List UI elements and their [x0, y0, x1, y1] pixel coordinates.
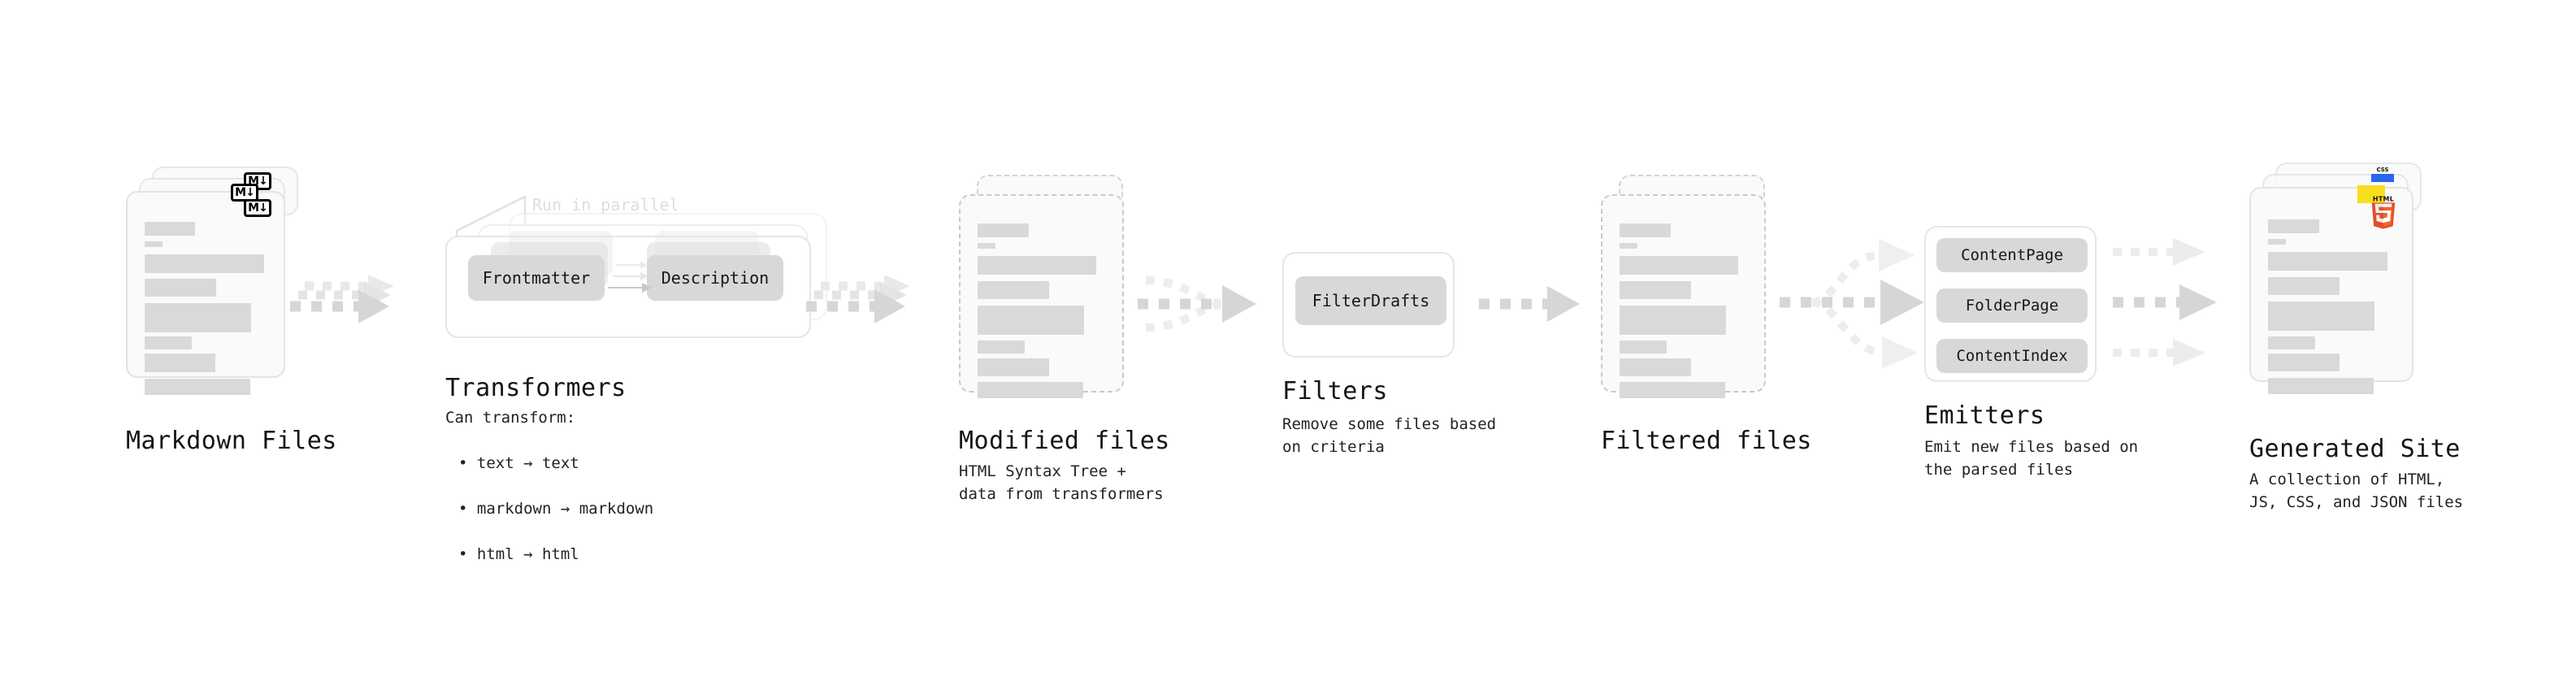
- transformers-bullet-item: • text → text: [445, 429, 653, 475]
- markdown-icon-label: M↓: [248, 202, 268, 215]
- pill-description[interactable]: Description: [647, 255, 783, 301]
- skeleton-line: [1620, 243, 1637, 249]
- skeleton-line: [145, 254, 264, 273]
- transformers-subtitle: Can transform:: [445, 409, 576, 427]
- svg-text:HTML: HTML: [2373, 195, 2394, 202]
- skeleton-line: [2268, 301, 2374, 331]
- transformers-group-stack: Frontmatter Description: [445, 213, 827, 359]
- pill-contentindex[interactable]: ContentIndex: [1936, 339, 2088, 373]
- skeleton-line: [1620, 256, 1738, 275]
- filtered-card-front: [1601, 194, 1766, 398]
- skeleton-line: [978, 243, 995, 249]
- transformers-title: Transformers: [445, 374, 627, 402]
- transformers-bullet-list: • text → text • markdown → markdown • ht…: [445, 429, 653, 566]
- pill-contentindex-label: ContentIndex: [1956, 347, 2068, 365]
- generated-site-card-stack: CSS HTML: [2249, 163, 2452, 439]
- bullet-dot: •: [458, 545, 477, 563]
- skeleton-line: [2268, 239, 2286, 245]
- pill-folderpage-label: FolderPage: [1965, 297, 2059, 314]
- generated-site-subtitle: A collection of HTML, JS, CSS, and JSON …: [2249, 471, 2464, 511]
- emitters-group-box: ContentPage FolderPage ContentIndex: [1924, 226, 2097, 382]
- skeleton-line: [1620, 340, 1667, 354]
- flow-arrow-3-merge: [1138, 276, 1256, 332]
- skeleton-line: [2268, 277, 2340, 295]
- skeleton-line: [1620, 223, 1671, 237]
- flow-arrow-5-split: [1780, 239, 1924, 369]
- markdown-icon: M↓: [244, 199, 271, 217]
- skeleton-line: [2268, 252, 2387, 271]
- skeleton-line: [978, 306, 1084, 335]
- transformers-bullet-label: text → text: [476, 454, 579, 472]
- skeleton-line: [145, 241, 163, 247]
- css-icon-label: CSS: [2376, 167, 2389, 173]
- modified-files-card-stack: [959, 175, 1146, 435]
- skeleton-line: [145, 303, 251, 332]
- skeleton-line: [1620, 306, 1726, 335]
- generated-site-title: Generated Site: [2249, 435, 2461, 463]
- pill-frontmatter-label: Frontmatter: [482, 268, 591, 288]
- transformers-bullet-label: html → html: [476, 545, 579, 563]
- flow-arrow-6: [2113, 238, 2217, 367]
- pill-filterdrafts-label: FilterDrafts: [1312, 291, 1430, 310]
- markdown-icon: M↓: [231, 184, 258, 202]
- transformers-inner-arrows: [608, 261, 652, 293]
- filters-group-box: FilterDrafts: [1282, 252, 1455, 358]
- skeleton-line: [2268, 354, 2340, 371]
- flow-arrow-4: [1479, 286, 1580, 322]
- css-icon: CSS: [2371, 167, 2394, 182]
- pill-folderpage[interactable]: FolderPage: [1936, 288, 2088, 323]
- skeleton-line: [978, 223, 1029, 237]
- run-in-parallel-label: Run in parallel: [532, 195, 679, 215]
- skeleton-line: [2268, 336, 2315, 349]
- skeleton-line: [145, 279, 216, 297]
- flow-arrow-1: [290, 275, 394, 323]
- skeleton-line: [145, 354, 215, 372]
- transformers-bullet-label: markdown → markdown: [476, 500, 654, 518]
- skeleton-line: [1620, 358, 1691, 376]
- markdown-icon-label: M↓: [235, 186, 255, 199]
- pill-contentpage-label: ContentPage: [1961, 246, 2063, 264]
- skeleton-line: [978, 358, 1049, 376]
- filters-title: Filters: [1282, 377, 1388, 406]
- javascript-icon: [2357, 185, 2385, 203]
- filters-subtitle: Remove some files based on criteria: [1282, 415, 1497, 456]
- flow-arrow-2: [806, 275, 910, 323]
- filtered-files-title: Filtered files: [1601, 427, 1812, 455]
- modified-files-title: Modified files: [959, 427, 1170, 455]
- pill-frontmatter[interactable]: Frontmatter: [468, 255, 605, 301]
- bullet-dot: •: [458, 500, 477, 518]
- skeleton-line: [1620, 281, 1691, 299]
- filtered-files-card-stack: [1601, 175, 1788, 435]
- transformers-bullet-item: • html → html: [445, 520, 653, 566]
- emitters-title: Emitters: [1924, 401, 2045, 430]
- pill-filterdrafts[interactable]: FilterDrafts: [1295, 276, 1446, 325]
- emitters-subtitle: Emit new files based on the parsed files: [1924, 438, 2139, 479]
- html5-icon: HTML: [2371, 195, 2396, 229]
- markdown-files-card-stack: M↓ M↓ M↓: [126, 167, 313, 427]
- skeleton-line: [1620, 382, 1725, 398]
- skeleton-line: [2268, 219, 2319, 233]
- skeleton-line: [978, 382, 1083, 398]
- transformers-bullet-item: • markdown → markdown: [445, 475, 653, 520]
- skeleton-line: [2268, 378, 2374, 394]
- modified-files-subtitle: HTML Syntax Tree + data from transformer…: [959, 462, 1164, 503]
- pill-contentpage[interactable]: ContentPage: [1936, 238, 2088, 272]
- skeleton-line: [978, 340, 1025, 354]
- modified-card-front: [959, 194, 1124, 398]
- skeleton-line: [145, 336, 192, 349]
- skeleton-line: [978, 256, 1096, 275]
- bullet-dot: •: [458, 454, 477, 472]
- skeleton-line: [978, 281, 1049, 299]
- markdown-card-front: [126, 191, 285, 395]
- skeleton-line: [145, 379, 250, 395]
- skeleton-line: [145, 222, 195, 236]
- pill-description-label: Description: [661, 268, 770, 288]
- markdown-files-title: Markdown Files: [126, 427, 337, 455]
